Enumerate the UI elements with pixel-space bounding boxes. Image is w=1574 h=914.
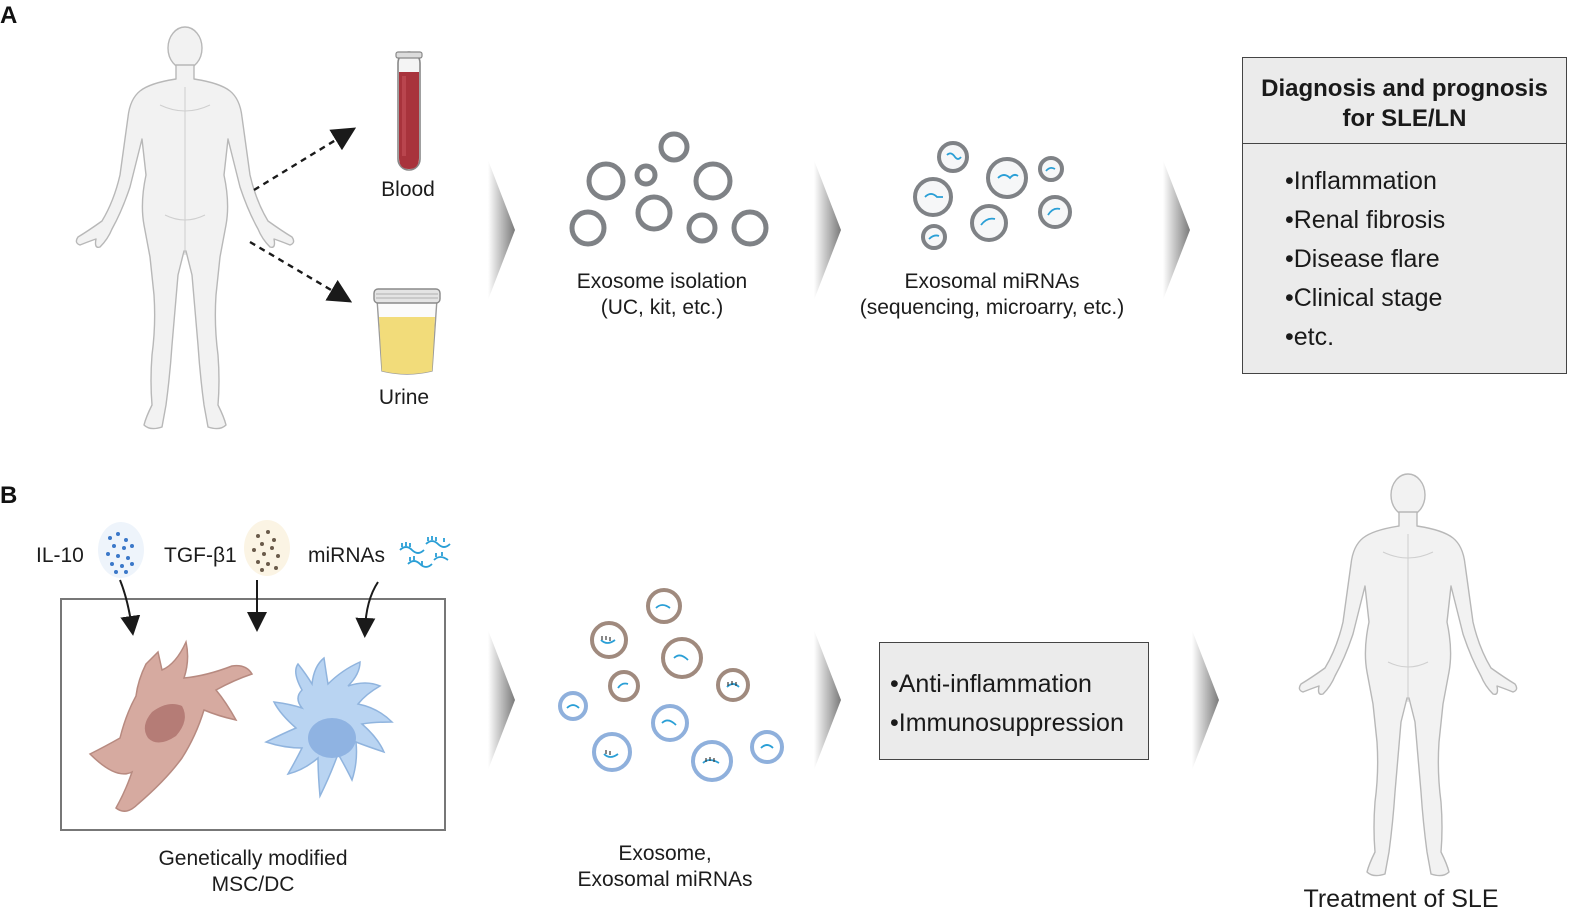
diagnosis-item: •Clinical stage bbox=[1285, 284, 1443, 312]
mirna-strands-icon bbox=[399, 536, 451, 568]
diagnosis-box: Diagnosis and prognosis for SLE/LN •Infl… bbox=[1242, 57, 1567, 374]
blood-label: Blood bbox=[381, 178, 435, 201]
il10-label: IL-10 bbox=[36, 544, 84, 567]
blood-tube-icon bbox=[395, 51, 423, 171]
modified-cells-box bbox=[60, 598, 446, 831]
diagnosis-item: •etc. bbox=[1285, 323, 1335, 351]
mirna-label-2: (sequencing, microarry, etc.) bbox=[859, 296, 1125, 319]
diagnosis-list: •Inflammation •Renal fibrosis •Disease f… bbox=[1243, 144, 1566, 357]
diagnosis-item: •Inflammation bbox=[1285, 167, 1437, 195]
effect-item: •Anti-inflammation bbox=[890, 670, 1092, 698]
urine-cup-icon bbox=[373, 288, 441, 375]
cells-label-1: Genetically modified bbox=[158, 847, 348, 870]
diagnosis-item: •Disease flare bbox=[1285, 245, 1440, 273]
urine-label: Urine bbox=[378, 386, 430, 409]
mirnas-label: miRNAs bbox=[308, 544, 385, 567]
panel-b-letter: B bbox=[0, 482, 18, 509]
il10-particles-icon bbox=[98, 522, 144, 578]
tgfb1-particles-icon bbox=[244, 520, 290, 576]
therapeutic-effects-box: •Anti-inflammation •Immunosuppression bbox=[879, 642, 1149, 760]
exosome-b-label-2: Exosomal miRNAs bbox=[577, 868, 753, 891]
engineered-exosomes-icon bbox=[558, 588, 784, 782]
dc-cell-icon bbox=[264, 656, 394, 799]
exosome-cluster-icon bbox=[569, 131, 769, 247]
mirna-label-1: Exosomal miRNAs bbox=[904, 270, 1080, 293]
flow-chevrons-a bbox=[488, 160, 1190, 300]
isolation-label-1: Exosome isolation bbox=[576, 270, 748, 293]
panel-a-letter: A bbox=[0, 2, 18, 29]
human-figure-icon bbox=[75, 26, 295, 430]
isolation-label-2: (UC, kit, etc.) bbox=[600, 296, 724, 319]
msc-cell-icon bbox=[88, 639, 254, 812]
cells-label-2: MSC/DC bbox=[211, 873, 295, 896]
flow-chevrons-b bbox=[488, 630, 1219, 770]
tgfb1-label: TGF-β1 bbox=[164, 544, 237, 567]
exosome-b-label-1: Exosome, bbox=[618, 842, 712, 865]
treatment-label: Treatment of SLE bbox=[1303, 885, 1499, 913]
diagnosis-item: •Renal fibrosis bbox=[1285, 206, 1446, 234]
exosomal-mirna-icon bbox=[913, 141, 1072, 250]
diagnosis-title-line-2: for SLE/LN bbox=[1342, 105, 1467, 132]
patient-figure-icon bbox=[1298, 473, 1518, 877]
diagnosis-box-title: Diagnosis and prognosis for SLE/LN bbox=[1243, 58, 1566, 144]
effect-item: •Immunosuppression bbox=[890, 709, 1124, 737]
diagnosis-title-line-1: Diagnosis and prognosis bbox=[1261, 75, 1548, 102]
